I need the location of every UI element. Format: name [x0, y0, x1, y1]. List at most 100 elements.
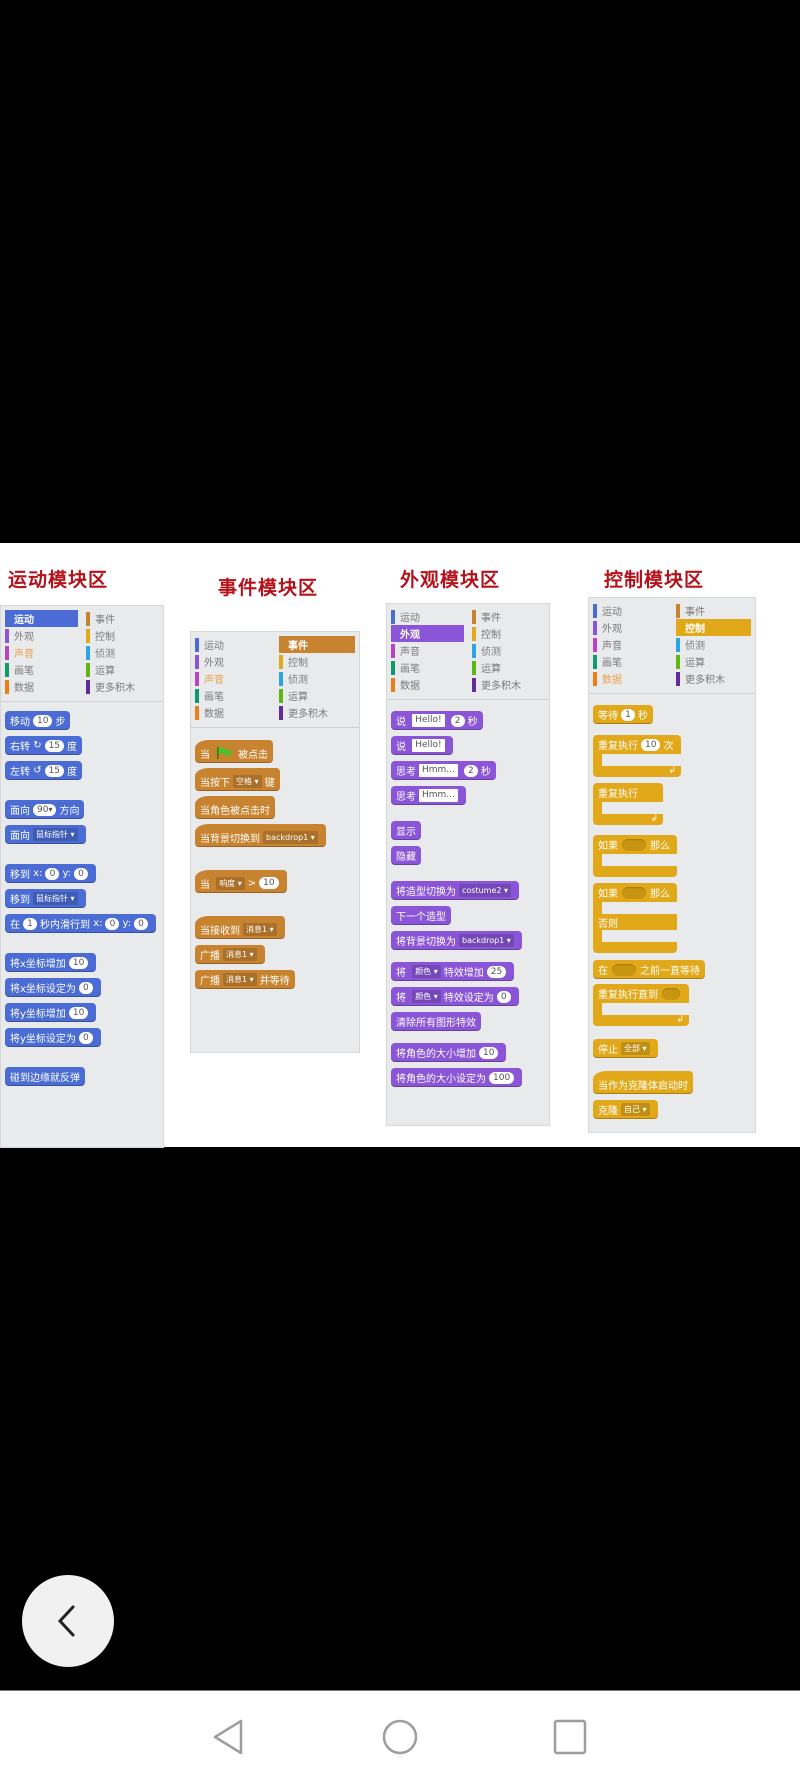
category-more-blocks[interactable]: 更多积木 [279, 704, 355, 721]
block-when-receive[interactable]: 当接收到消息1 [195, 916, 285, 939]
nav-home-button[interactable] [380, 1717, 420, 1757]
block-clear-graphic-effects[interactable]: 清除所有图形特效 [391, 1012, 481, 1031]
category-sensing[interactable]: 侦测 [279, 670, 355, 687]
category-data[interactable]: 数据 [5, 678, 78, 695]
category-sensing[interactable]: 侦测 [472, 642, 545, 659]
category-control[interactable]: 控制 [86, 627, 159, 644]
category-sound[interactable]: 声音 [195, 670, 271, 687]
block-when-flag-clicked[interactable]: 当被点击 [195, 740, 273, 763]
category-motion[interactable]: 运动 [391, 608, 464, 625]
category-sound[interactable]: 声音 [5, 644, 78, 661]
category-data[interactable]: 数据 [391, 676, 464, 693]
block-set-effect[interactable]: 将 颜色特效设定为0 [391, 987, 519, 1006]
boolean-slot[interactable] [612, 963, 636, 976]
category-control[interactable]: 控制 [472, 625, 545, 642]
back-fab-button[interactable] [22, 1575, 114, 1667]
block-goto[interactable]: 移到鼠标指针 [5, 889, 86, 908]
block-change-effect[interactable]: 将 颜色特效增加25 [391, 962, 515, 981]
block-forever[interactable]: 重复执行 ↲ [593, 783, 663, 825]
block-stop[interactable]: 停止全部 [593, 1039, 658, 1058]
boolean-slot[interactable] [622, 838, 646, 851]
block-repeat-until[interactable]: 重复执行直到 ↲ [593, 984, 689, 1026]
category-more-blocks[interactable]: 更多积木 [472, 676, 545, 693]
block-when-sprite-clicked[interactable]: 当角色被点击时 [195, 796, 275, 819]
category-sound[interactable]: 声音 [391, 642, 464, 659]
category-more-blocks[interactable]: 更多积木 [86, 678, 159, 695]
block-say[interactable]: 说 Hello! [391, 736, 453, 755]
category-sensing[interactable]: 侦测 [86, 644, 159, 661]
category-pen[interactable]: 画笔 [5, 661, 78, 678]
category-looks[interactable]: 外观 [593, 619, 668, 636]
block-when-start-as-clone[interactable]: 当作为克隆体启动时 [593, 1071, 693, 1094]
category-pen[interactable]: 画笔 [391, 659, 464, 676]
category-operators[interactable]: 运算 [279, 687, 355, 704]
block-hide[interactable]: 隐藏 [391, 846, 421, 865]
block-bounce-on-edge[interactable]: 碰到边缘就反弹 [5, 1067, 85, 1086]
block-wait-until[interactable]: 在之前一直等待 [593, 960, 705, 979]
block-broadcast[interactable]: 广播消息1 [195, 945, 265, 964]
category-pen[interactable]: 画笔 [593, 653, 668, 670]
nav-recents-button[interactable] [550, 1717, 590, 1757]
boolean-slot[interactable] [622, 886, 646, 899]
category-motion[interactable]: 运动 [5, 610, 78, 627]
category-data[interactable]: 数据 [593, 670, 668, 687]
category-more-blocks[interactable]: 更多积木 [676, 670, 751, 687]
category-looks[interactable]: 外观 [5, 627, 78, 644]
panel-title-looks: 外观模块区 [400, 569, 501, 591]
rotate-clockwise-icon: ↻ [33, 740, 42, 751]
category-events[interactable]: 事件 [472, 608, 545, 625]
category-motion[interactable]: 运动 [195, 636, 271, 653]
category-control[interactable]: 控制 [279, 653, 355, 670]
category-operators[interactable]: 运算 [472, 659, 545, 676]
boolean-slot[interactable] [662, 987, 680, 1000]
events-palette: 运动 事件 外观 控制 声音 侦测 画笔 运算 数据 更多积木 当被点击 当按下… [190, 631, 360, 1053]
category-pen[interactable]: 画笔 [195, 687, 271, 704]
block-when-key-pressed[interactable]: 当按下空格键 [195, 768, 280, 791]
block-broadcast-and-wait[interactable]: 广播消息1并等待 [195, 970, 295, 989]
block-if-then[interactable]: 如果那么 [593, 835, 677, 877]
category-operators[interactable]: 运算 [676, 653, 751, 670]
category-sensing[interactable]: 侦测 [676, 636, 751, 653]
category-data[interactable]: 数据 [195, 704, 271, 721]
block-create-clone[interactable]: 克隆自己 [593, 1100, 658, 1119]
block-next-costume[interactable]: 下一个造型 [391, 906, 451, 925]
category-events[interactable]: 事件 [676, 602, 751, 619]
category-events[interactable]: 事件 [86, 610, 159, 627]
nav-back-button[interactable] [208, 1717, 248, 1757]
category-events[interactable]: 事件 [279, 636, 355, 653]
category-looks[interactable]: 外观 [195, 653, 271, 670]
block-point-in-direction[interactable]: 面向90方向 [5, 800, 85, 819]
category-motion[interactable]: 运动 [593, 602, 668, 619]
category-looks[interactable]: 外观 [391, 625, 464, 642]
block-show[interactable]: 显示 [391, 821, 421, 840]
block-point-towards[interactable]: 面向鼠标指针 [5, 825, 86, 844]
loop-arrow-icon: ↲ [593, 766, 681, 777]
block-if-else[interactable]: 如果那么 否则 [593, 883, 677, 953]
block-when-greater-than[interactable]: 当 响度>10 [195, 870, 287, 893]
category-sound[interactable]: 声音 [593, 636, 668, 653]
category-control[interactable]: 控制 [676, 619, 751, 636]
recents-square-icon [553, 1719, 587, 1755]
category-operators[interactable]: 运算 [86, 661, 159, 678]
